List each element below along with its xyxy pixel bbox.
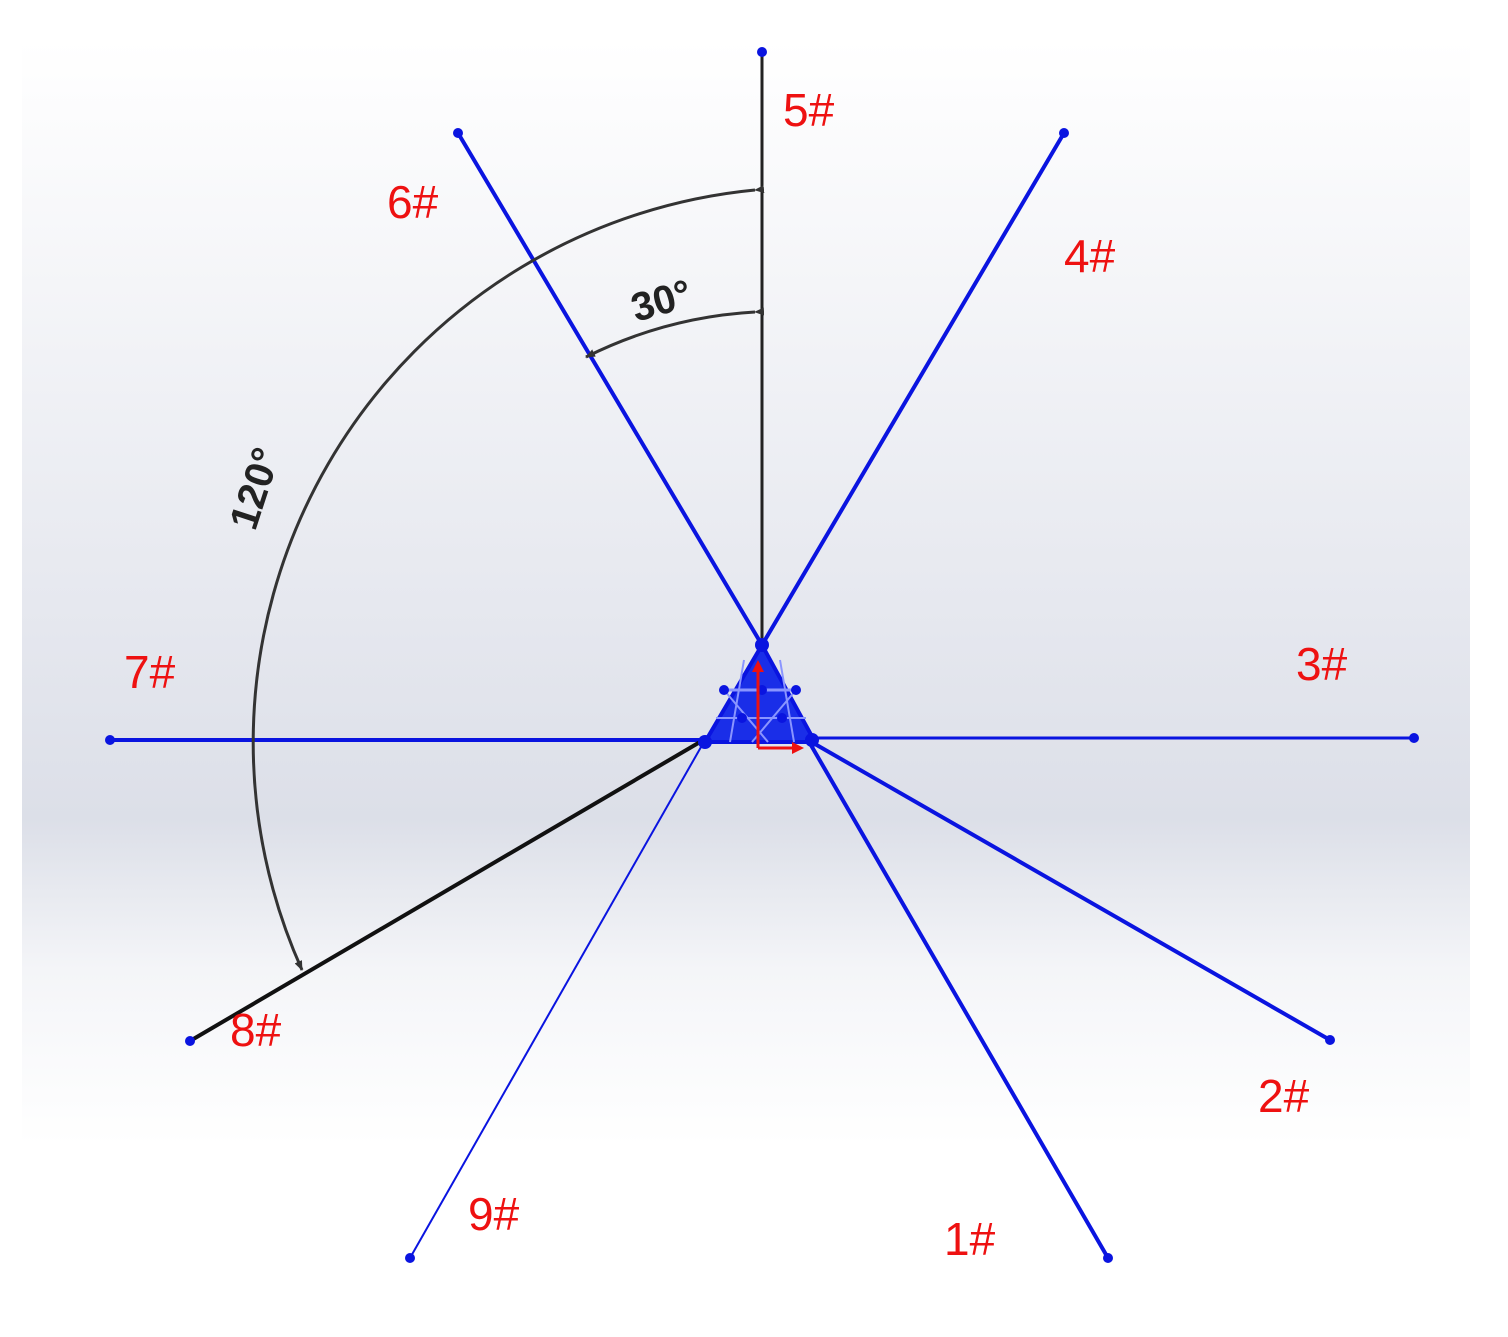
label-1: 1#	[944, 1213, 996, 1265]
line-8	[188, 740, 702, 1043]
line-2	[807, 738, 1331, 1042]
arc-120-degree	[251, 185, 765, 971]
label-4: 4#	[1064, 230, 1116, 282]
label-6: 6#	[387, 176, 439, 228]
line-6	[456, 131, 764, 647]
line-1	[806, 738, 1110, 1260]
angle-label-120: 120°	[222, 442, 289, 534]
line-9	[409, 739, 706, 1259]
label-5: 5#	[783, 84, 835, 136]
line-4	[760, 131, 1066, 647]
label-8: 8#	[230, 1004, 282, 1056]
label-7: 7#	[124, 646, 176, 698]
central-hub	[698, 638, 819, 754]
endpoint-dots	[105, 47, 1419, 1263]
label-3: 3#	[1296, 638, 1348, 690]
label-9: 9#	[468, 1188, 520, 1240]
label-2: 2#	[1258, 1070, 1310, 1122]
